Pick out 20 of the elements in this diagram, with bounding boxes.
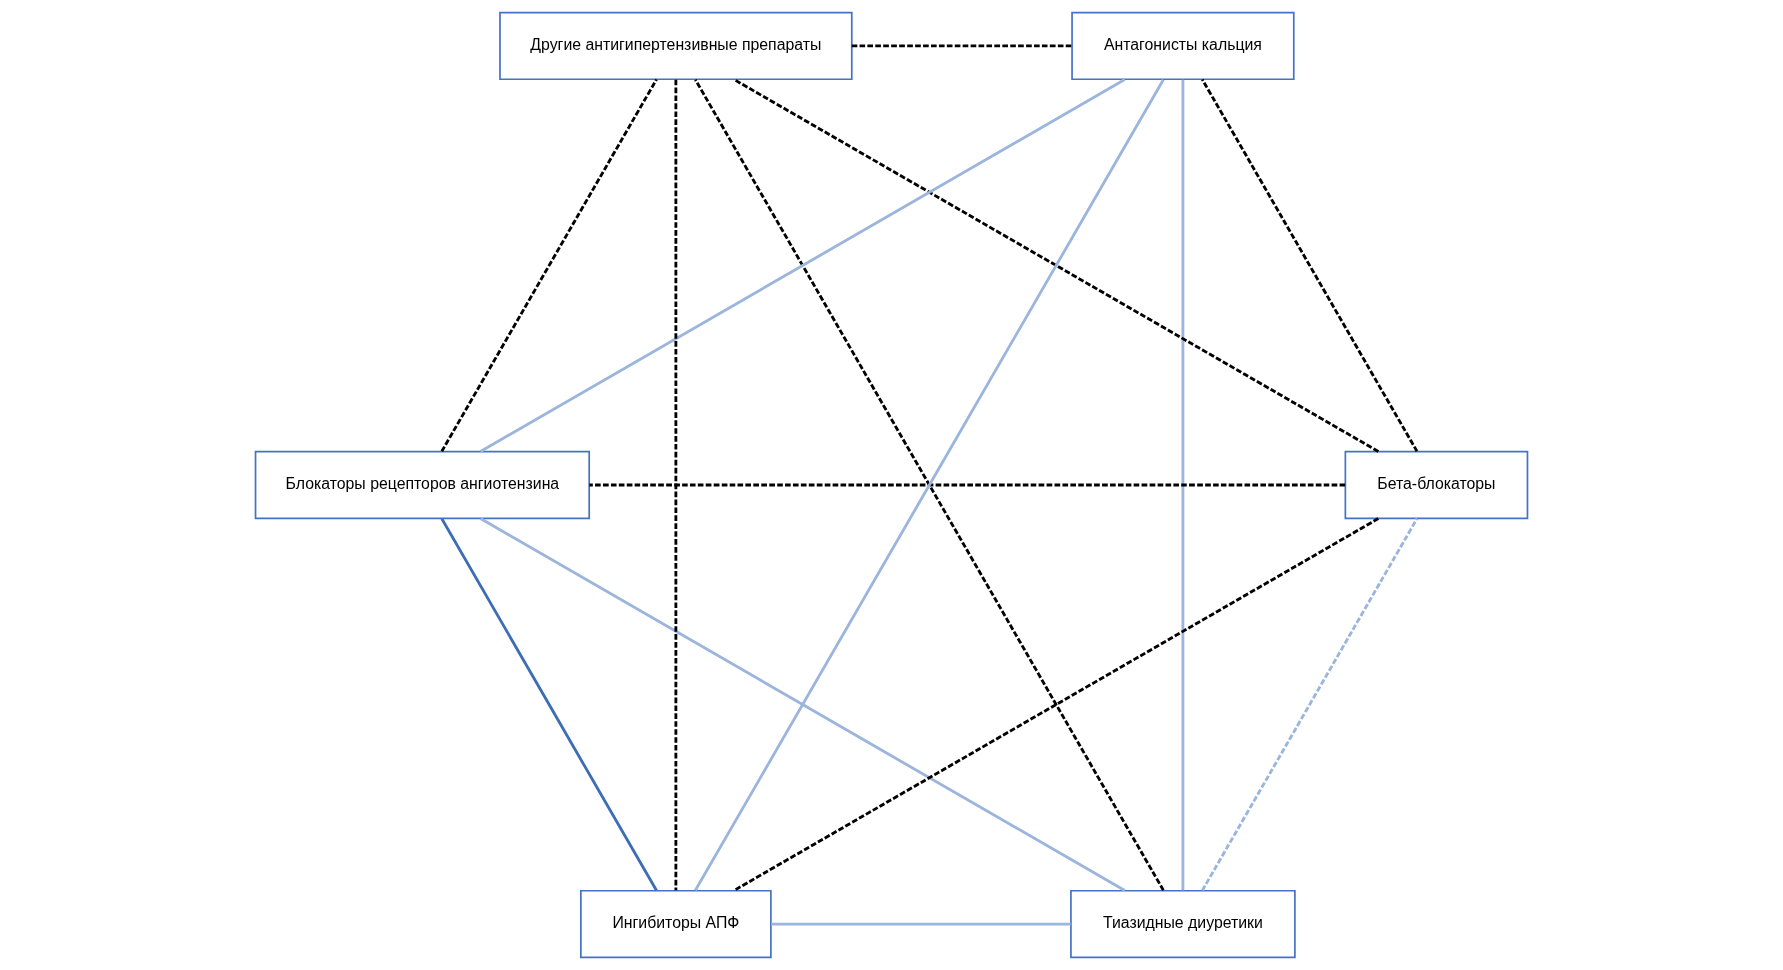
node-box: Бета-блокаторы [1344, 450, 1529, 520]
connector [589, 483, 1346, 487]
connector [733, 517, 1379, 892]
connector [694, 79, 1165, 891]
connector [1181, 79, 1185, 891]
connector [851, 44, 1072, 48]
node-box: Блокаторы рецепторов ангиотензина [254, 450, 591, 520]
connector [1201, 78, 1419, 452]
connector [479, 78, 1126, 453]
connector [1201, 517, 1419, 892]
node-box: Антагонисты кальция [1071, 11, 1295, 81]
node-box: Тиазидные диуретики [1070, 889, 1296, 959]
connector [733, 78, 1379, 453]
node-box: Ингибиторы АПФ [580, 889, 772, 959]
connector [674, 79, 678, 891]
connector [440, 78, 658, 452]
connector [479, 517, 1126, 892]
node-box: Другие антигипертензивные препараты [499, 11, 853, 81]
connector [440, 518, 658, 892]
connector [771, 922, 1071, 926]
